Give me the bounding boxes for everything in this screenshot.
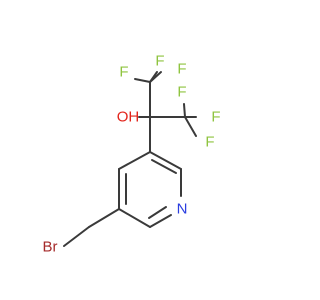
ring-bond-1: [149, 151, 182, 170]
fluorine-label-3: F: [177, 61, 186, 78]
ring-bond-1-inner: [151, 159, 177, 174]
hydroxyl-label: OH: [117, 109, 140, 126]
fluorine-label-4: F: [211, 109, 220, 126]
bond-c1-f3: [149, 71, 158, 83]
bond-c3-f5: [183, 103, 186, 118]
ring-bond-3-inner: [148, 206, 167, 219]
bond-ch2-br: [63, 226, 90, 247]
bond-ring-ch2: [88, 208, 120, 228]
fluorine-label-2: F: [119, 64, 128, 81]
bromine-label: Br: [43, 239, 58, 256]
molecule-svg: F F F F F F OH N Br: [43, 53, 221, 256]
ring-bond-3: [149, 214, 172, 228]
ring-bond-4: [118, 208, 151, 228]
ring-bond-6: [118, 151, 151, 170]
fluorine-label-1: F: [155, 53, 164, 70]
fluorine-label-5: F: [177, 84, 186, 101]
bond-c1-f2: [134, 78, 151, 83]
nitrogen-label: N: [177, 201, 188, 218]
molecule-structure-diagram: F F F F F F OH N Br: [43, 53, 221, 256]
bond-c3-f6: [184, 116, 197, 137]
fluorine-label-6: F: [205, 134, 214, 151]
